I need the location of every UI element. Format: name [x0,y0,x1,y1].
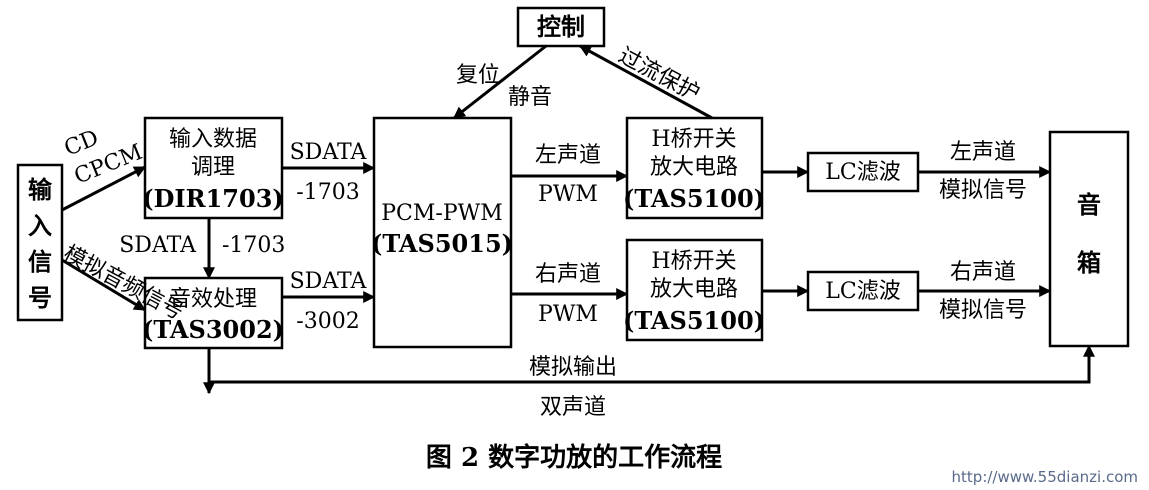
dual-channel-label: 双声道 [540,395,606,420]
sdata-1703-bottom: -1703 [296,180,359,205]
analog-out-label: 模拟输出 [529,355,617,380]
input-conditioning-line1: 输入数据 [169,127,257,152]
input-conditioning-line2: 调理 [191,155,235,180]
left-pwm-label: 左声道 PWM [535,143,601,207]
sdata-3002-top: SDATA [290,269,368,294]
sdata-1703-v-left: SDATA [119,233,197,258]
left-analog-line2: 模拟信号 [939,178,1027,203]
effects-chip: (TAS3002) [142,315,284,344]
hbridge-left-line1: H桥开关 [651,127,736,152]
effects-line1: 音效处理 [169,287,257,312]
right-pwm-label: 右声道 PWM [535,262,601,327]
hbridge-left-chip: (TAS5100) [623,184,765,213]
hbridge-right-node: H桥开关 放大电路 (TAS5100) [623,238,765,342]
mute-label: 静音 [508,85,552,110]
speaker-node: 音箱 [1048,130,1130,348]
arrow-input-to-conditioning [61,165,147,212]
lc-filter-left-node: LC滤波 [806,151,920,193]
right-pwm-text: PWM [538,302,598,327]
hbridge-left-node: H桥开关 放大电路 (TAS5100) [623,116,765,220]
control-node: 控制 [516,6,606,48]
lc-filter-left-label: LC滤波 [825,160,900,185]
input-conditioning-node: 输入数据 调理 (DIR1703) [142,116,284,220]
left-analog-label: 左声道 模拟信号 [939,140,1027,203]
speaker-char-1: 音箱 [1077,190,1101,277]
hbridge-right-chip: (TAS5100) [623,306,765,335]
right-channel-label: 右声道 [535,262,601,287]
input-signal-char-1: 输入信号 [28,175,53,312]
lc-filter-right-node: LC滤波 [806,270,920,312]
sdata-3002-label: SDATA -3002 [290,269,368,334]
hbridge-right-line1: H桥开关 [651,249,736,274]
sdata-1703-horizontal-label: SDATA -1703 [290,140,368,205]
watermark-text: http://www.55dianzi.com [952,468,1138,486]
hbridge-left-line2: 放大电路 [650,155,738,180]
reset-label: 复位 [456,63,500,88]
left-pwm-text: PWM [538,182,598,207]
overcurrent-label: 过流保护 [614,43,703,106]
pcm-pwm-node: PCM-PWM (TAS5015) [371,116,513,349]
figure-caption: 图 2 数字功放的工作流程 [426,442,722,473]
pcm-pwm-line1: PCM-PWM [381,201,503,226]
right-analog-label: 右声道 模拟信号 [939,260,1027,323]
sdata-1703-top: SDATA [290,140,368,165]
hbridge-right-line2: 放大电路 [650,277,738,302]
lc-filter-right-label: LC滤波 [825,279,900,304]
input-conditioning-chip: (DIR1703) [142,184,284,213]
cd-cpcm-label: CD CPCM [61,125,146,189]
arrow-input-to-effects [61,258,147,312]
left-analog-line1: 左声道 [950,140,1016,165]
sdata-1703-vertical-label: SDATA -1703 [119,233,285,258]
arrow-control-to-pwm [453,44,547,120]
control-label: 控制 [537,12,585,41]
arrow-effects-bypass-to-speaker [207,344,1095,384]
sdata-3002-bottom: -3002 [296,309,359,334]
arrow-hbridge-to-control [578,44,713,120]
right-analog-line1: 右声道 [950,260,1016,285]
pcm-pwm-chip: (TAS5015) [371,229,513,258]
right-analog-line2: 模拟信号 [939,298,1027,323]
sdata-1703-v-right: -1703 [222,233,285,258]
left-channel-label: 左声道 [535,143,601,168]
input-signal-node: 输入信号 [16,163,64,322]
